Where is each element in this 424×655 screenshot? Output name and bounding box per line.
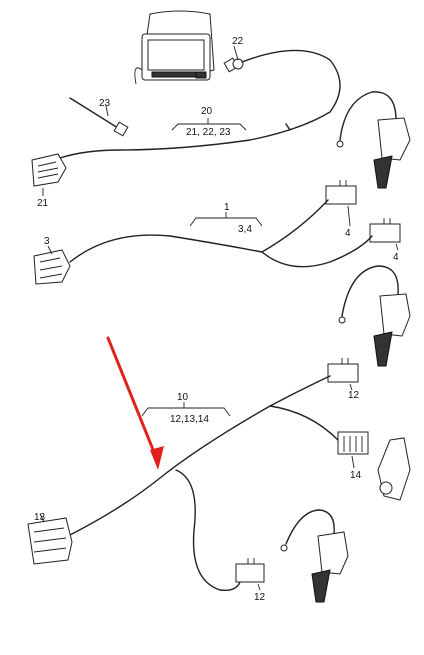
socket-bottom-tip [280, 544, 288, 552]
pointer-arrow-head [150, 446, 164, 470]
connector-3-ribs [39, 257, 63, 279]
monitor-screen [147, 39, 205, 71]
connector-4b-body [369, 223, 401, 243]
part-23-cable-tie [69, 97, 129, 137]
socket-mid-tip [338, 316, 346, 324]
label-12b: 12 [254, 592, 266, 603]
leader-14 [351, 455, 355, 469]
cable-20-marker [285, 123, 291, 131]
cable-tie-strap [69, 97, 119, 129]
connector-13-ribs [33, 527, 67, 553]
socket-top-cable [339, 91, 397, 141]
connector-12a-body [327, 363, 359, 383]
part-22-plug [223, 57, 244, 73]
part-4-connector-upper [325, 180, 357, 205]
connector-21-ribs [37, 161, 59, 179]
leader-23 [105, 105, 109, 117]
brace-10 [141, 407, 231, 417]
part-21-connector [31, 153, 67, 187]
socket-middle [338, 265, 411, 367]
part-14-connector [337, 431, 369, 455]
leader-4a [347, 205, 351, 227]
harness-10-branch-14 [269, 405, 339, 441]
connector-4a-body [325, 185, 357, 205]
connector-14-ribs [343, 436, 363, 452]
connector-12b-pins [247, 558, 255, 564]
socket-mid-cable [341, 265, 399, 317]
label-20-sub: 21, 22, 23 [186, 127, 231, 138]
harness-1-branch-b [261, 235, 373, 268]
socket-top-barrel [373, 155, 393, 189]
leader-13 [39, 513, 45, 523]
socket-top [336, 91, 411, 189]
part-3-connector [33, 249, 71, 285]
label-1-sub: 3,4 [238, 224, 252, 235]
label-4b: 4 [393, 252, 399, 263]
label-22: 22 [232, 36, 244, 47]
connector-12a-pins [341, 358, 349, 364]
socket-top-tip [336, 140, 344, 148]
monitor-assembly [134, 10, 215, 85]
cable-tie-head [113, 121, 129, 137]
label-1: 1 [224, 202, 230, 213]
harness-1-branch-a [69, 199, 329, 263]
monitor-buttons [151, 71, 201, 78]
harness-10-main [63, 375, 331, 539]
leader-12a [349, 383, 353, 391]
plug-22-ring [232, 58, 244, 70]
harness-10-branch-12 [175, 469, 241, 592]
connector-12b-body [235, 563, 265, 583]
connector-4a-pins [339, 180, 347, 186]
leader-12b [257, 583, 261, 591]
part-12-connector-lower [235, 558, 265, 583]
part-13-connector [27, 517, 73, 565]
label-23: 23 [99, 98, 111, 109]
leader-4b [395, 243, 399, 251]
brace-20 [171, 123, 247, 131]
headrest-edge [134, 67, 143, 85]
socket-top-housing [377, 117, 411, 161]
label-4a: 4 [345, 228, 351, 239]
socket-mid-barrel [373, 331, 393, 367]
label-10: 10 [177, 392, 189, 403]
leader-3 [47, 245, 53, 255]
socket-bottom-cable [285, 509, 335, 545]
label-3: 3 [44, 236, 50, 247]
actuator-knob [379, 481, 393, 495]
leader-22 [233, 45, 239, 61]
cable-20 [59, 49, 341, 159]
connector-3-body [33, 249, 71, 285]
label-10-sub: 12,13,14 [170, 414, 209, 425]
connector-14-body [337, 431, 369, 455]
part-4-connector-lower [369, 218, 401, 243]
actuator-bracket [377, 437, 411, 501]
socket-bottom [280, 509, 349, 603]
socket-mid-housing [379, 293, 411, 337]
label-12a: 12 [348, 390, 360, 401]
label-13: 13 [34, 512, 46, 523]
part-12-connector-upper [327, 358, 359, 383]
monitor-connector [195, 71, 207, 79]
label-20: 20 [201, 106, 213, 117]
socket-bottom-barrel [311, 569, 331, 603]
label-21: 21 [37, 198, 49, 209]
socket-bottom-housing [317, 531, 349, 575]
label-14: 14 [350, 470, 362, 481]
connector-4b-pins [383, 218, 391, 224]
pointer-arrow-shaft [106, 336, 160, 464]
connector-13-body [27, 517, 73, 565]
pointer-arrow [106, 336, 164, 470]
